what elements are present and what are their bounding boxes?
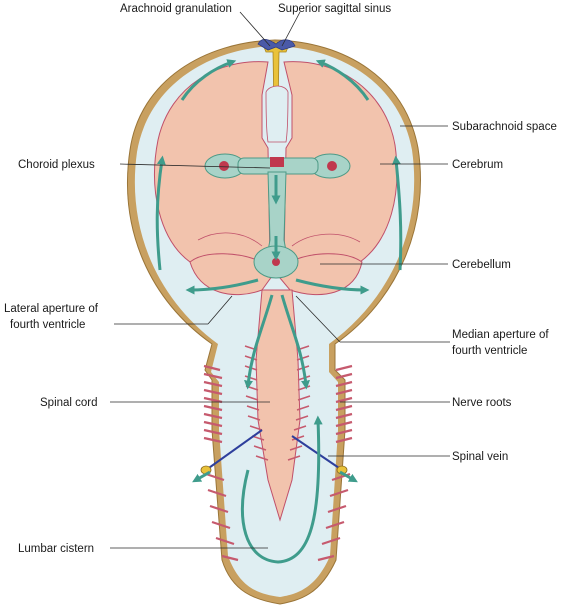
label-arachnoid-granulation: Arachnoid granulation bbox=[120, 3, 232, 15]
label-median-aperture-line1: Median aperture of bbox=[452, 329, 549, 341]
label-cerebrum: Cerebrum bbox=[452, 159, 503, 171]
label-cerebellum: Cerebellum bbox=[452, 259, 511, 271]
label-nerve-roots: Nerve roots bbox=[452, 397, 512, 409]
leader-lines bbox=[110, 11, 450, 549]
csf-flow-arrows bbox=[155, 59, 403, 564]
spinal-veins bbox=[205, 429, 343, 471]
label-lumbar-cistern: Lumbar cistern bbox=[18, 543, 94, 555]
label-median-aperture-line2: fourth ventricle bbox=[452, 345, 527, 357]
label-choroid-plexus: Choroid plexus bbox=[18, 159, 95, 171]
label-spinal-cord: Spinal cord bbox=[40, 397, 98, 409]
label-superior-sagittal-sinus: Superior sagittal sinus bbox=[278, 3, 391, 15]
label-subarachnoid-space: Subarachnoid space bbox=[452, 121, 557, 133]
nerve-roots-left bbox=[203, 364, 239, 562]
label-lateral-aperture-line1: Lateral aperture of bbox=[4, 303, 99, 315]
label-spinal-vein: Spinal vein bbox=[452, 451, 508, 463]
label-lateral-aperture-line2: fourth ventricle bbox=[10, 319, 85, 331]
cord-rootlets bbox=[244, 345, 311, 461]
